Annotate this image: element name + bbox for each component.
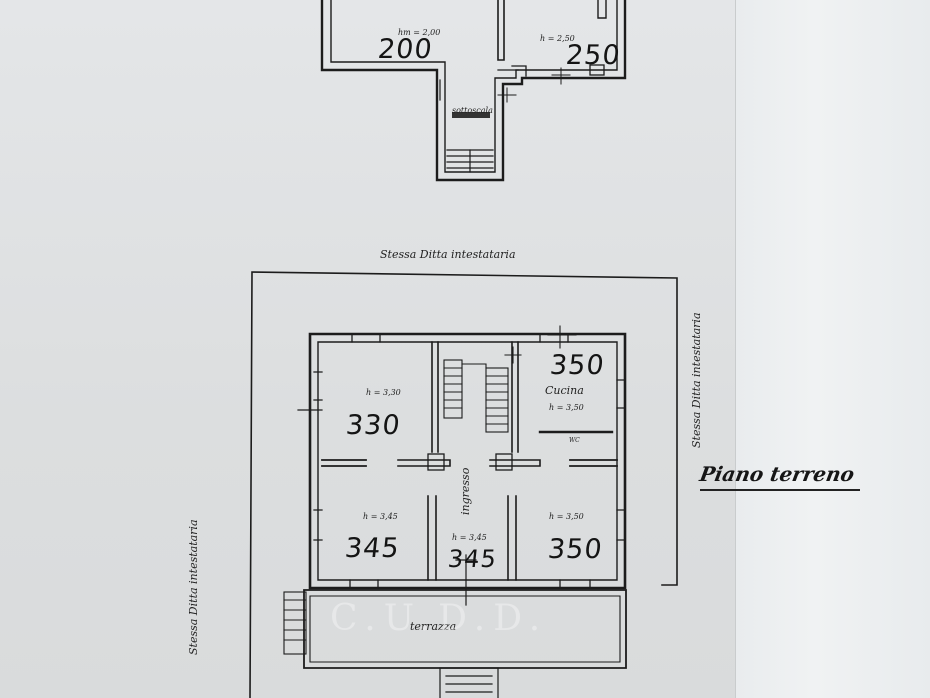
neighbor-top-label: Stessa Ditta intestataria (380, 248, 516, 261)
room-kitchen-handwritten-height: 350 (548, 350, 607, 381)
property-boundary (249, 271, 678, 698)
terrace-label: terrazza (410, 620, 457, 633)
upper-corridor-label: sottoscala (452, 106, 493, 115)
room-bottom-right-height: h = 3,50 (549, 512, 584, 521)
neighbor-left-label: Stessa Ditta intestataria (187, 519, 200, 655)
ground-floor-plan (283, 325, 627, 698)
upper-room-right-handwritten-height: 250 (564, 40, 623, 71)
room-bottom-left-height: h = 3,45 (363, 512, 398, 521)
room-center-name: ingresso (459, 467, 472, 515)
embossed-stamp: C.U.D.D. (330, 598, 549, 639)
paper-right-page (735, 0, 930, 698)
room-center-handwritten-height: 345 (446, 545, 499, 573)
upper-floor-plan (320, 0, 627, 182)
sheet-title-underline (700, 489, 860, 491)
sheet-title: Piano terreno (697, 462, 857, 486)
room-bottom-right-handwritten-height: 350 (546, 534, 605, 565)
upper-room-left-height: hm = 2,00 (398, 28, 441, 37)
room-kitchen-name: Cucina (545, 384, 584, 397)
upper-room-right-height: h = 2,50 (540, 34, 575, 43)
upper-room-left-handwritten-height: 200 (376, 34, 435, 65)
room-bottom-left-handwritten-height: 345 (343, 533, 402, 564)
kitchen-wc-label: WC (569, 437, 580, 444)
room-top-left-handwritten-height: 330 (344, 410, 403, 441)
paper-left-page (0, 0, 736, 698)
room-top-left-height: h = 3,30 (366, 388, 401, 397)
neighbor-right-label: Stessa Ditta intestataria (690, 312, 703, 448)
room-center-height: h = 3,45 (452, 533, 487, 542)
room-kitchen-height: h = 3,50 (549, 403, 584, 412)
